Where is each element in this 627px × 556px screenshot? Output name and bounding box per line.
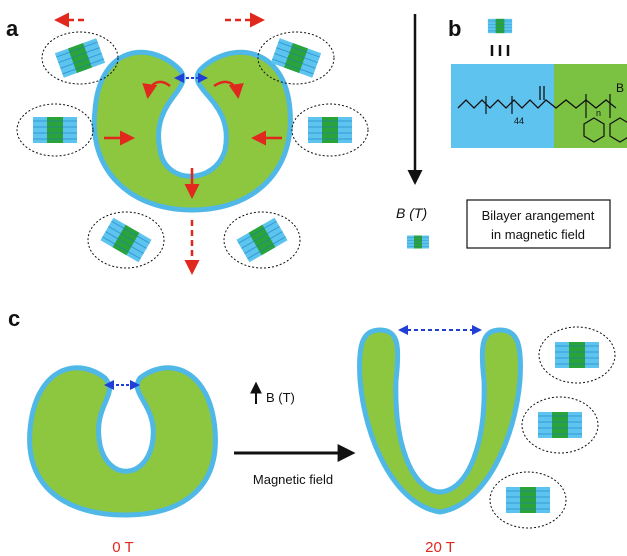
bilayer-callout-bottom-left — [87, 211, 165, 269]
polymer-structure — [451, 64, 627, 148]
bilayer-callout-c-top — [538, 326, 616, 384]
caption-box: Bilayer arangement in magnetic field — [466, 199, 611, 249]
field-label-0T: 0 T — [112, 539, 133, 556]
panel-label-c: c — [8, 306, 20, 331]
peg-subscript: 44 — [514, 116, 524, 126]
bilayer-callout-left — [16, 103, 94, 157]
panel-label-a: a — [6, 16, 19, 41]
transition-arrow-label: Magnetic field — [253, 472, 333, 487]
panel-a-red-arrows — [54, 12, 282, 275]
caption-line-1: Bilayer arangement — [482, 208, 595, 223]
bilayer-callout-top-right — [257, 31, 335, 85]
triple-bond-mark — [490, 45, 510, 56]
panel-c-shell-20T — [357, 327, 523, 515]
bilayer-callout-c-bottom — [489, 471, 567, 529]
panel-c-shell-0T — [27, 365, 218, 518]
bilayer-callout-right — [291, 103, 369, 157]
field-label-20T: 20 T — [425, 539, 455, 556]
field-arrow-label-c: B (T) — [266, 390, 295, 405]
bilayer-callout-top-left — [41, 31, 119, 85]
caption-line-2: in magnetic field — [491, 227, 585, 242]
field-axis-label-b: B (T) — [396, 205, 427, 221]
panel-label-b: b — [448, 16, 461, 41]
bilayer-callout-c-mid — [521, 396, 599, 454]
bilayer-callout-bottom-right — [223, 211, 301, 269]
n-subscript: n — [596, 108, 601, 118]
polymer-end-letter: B — [616, 81, 624, 95]
bilayer-icon-b — [487, 18, 513, 34]
bilayer-icon-b-small — [406, 235, 430, 249]
